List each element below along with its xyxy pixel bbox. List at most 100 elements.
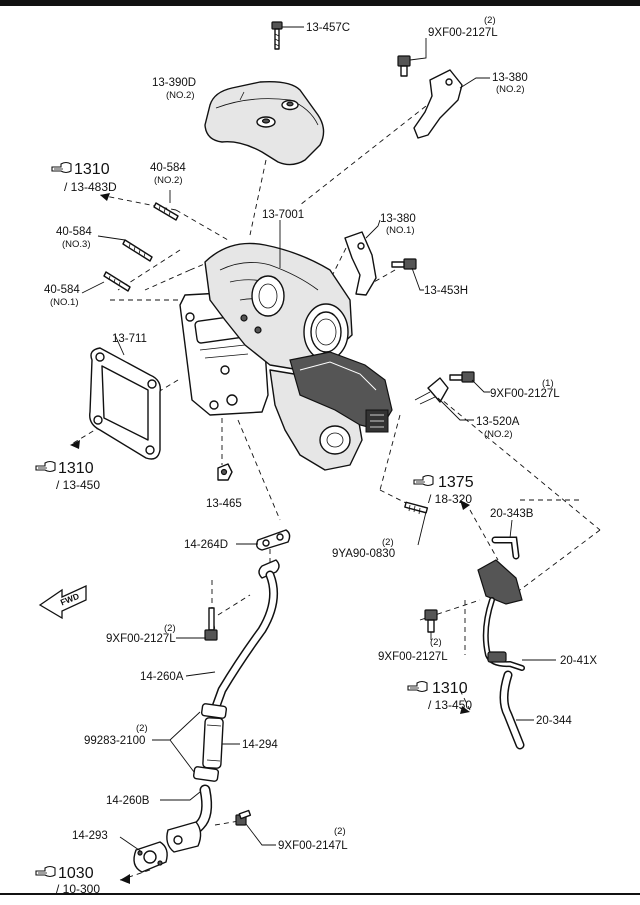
qty-9ya90: (2) [382,537,394,548]
sub-40-584-no1: (NO.1) [50,297,79,308]
qty-9xf00-right: (2) [430,637,442,648]
label-40-584-no2[interactable]: 40-584 [150,162,186,174]
hose-14-294[interactable] [202,717,224,769]
leader-14-293 [119,836,143,853]
part-labels: 13-457C (2) 9XF00-2127L 13-390D (NO.2) 1… [44,15,597,852]
label-14-293[interactable]: 14-293 [72,830,108,842]
bolt-9xf00-2127l-left[interactable] [204,607,218,641]
ref-1310-right[interactable]: 1310 / 13-450 [407,680,472,712]
oil-pipe-14-260b[interactable] [166,784,213,853]
bolt-9xf00-2127l-mid[interactable] [449,371,475,383]
top-frame-bar [0,0,640,6]
stud-40-584-no2[interactable] [153,202,179,221]
hose-20-344[interactable] [499,670,525,750]
sub-13-380-no1: (NO.1) [386,225,415,236]
leader-9xf00-mid [471,379,490,393]
ref-1310-top[interactable]: 1310 / 13-483D [51,161,117,194]
bracket-no1[interactable] [344,231,377,296]
clamp-lower[interactable] [192,766,220,782]
forward-arrow: FWD [38,584,87,620]
leader-9ya90 [417,511,427,546]
stud-40-584-no3[interactable] [122,239,153,262]
label-13-711[interactable]: 13-711 [112,333,147,345]
gasket-14-264d[interactable] [255,529,291,551]
label-40-584-no3[interactable]: 40-584 [56,226,92,238]
nut-13-465[interactable] [217,463,233,481]
ref-number: 1030 [58,865,94,882]
leader-99283-2100 [152,711,201,773]
leader-13-453h [411,267,424,291]
qty-99283: (2) [136,723,148,734]
gasket-14-293[interactable] [133,841,168,873]
ref-1030[interactable]: 1030 / 10-300 [35,865,100,896]
reference-arrows [70,193,470,884]
sub-13-520a: (NO.2) [484,429,513,440]
label-20-344[interactable]: 20-344 [536,715,572,727]
sub-13-380-no2: (NO.2) [496,84,525,95]
ref-sub: / 13-450 [56,478,100,492]
pointing-hand-icon [407,680,428,693]
bracket-no2[interactable] [413,69,463,139]
ref-1310-left[interactable]: 1310 / 13-450 [35,460,100,492]
label-20-41x[interactable]: 20-41X [560,655,597,667]
label-13-7001[interactable]: 13-7001 [262,209,304,221]
ref-number: 1310 [74,161,110,178]
ref-number: 1310 [432,680,468,697]
leader-40-584-no3 [97,235,126,241]
leader-9xf00-2147l [245,823,276,846]
label-13-457c[interactable]: 13-457C [306,22,350,34]
bolt-9xf00-2127l-right[interactable] [424,609,438,633]
leader-9xf00-top [409,38,427,61]
label-13-465[interactable]: 13-465 [206,498,242,510]
label-9ya90-0830[interactable]: 9YA90-0830 [332,548,395,560]
stud-9ya90-0830[interactable] [404,501,429,515]
leader-13-711 [114,334,125,356]
bolt-13-453h[interactable] [391,258,417,270]
label-14-260a[interactable]: 14-260A [140,671,184,683]
qty-9xf00-top: (2) [484,15,496,26]
heat-shield-upper[interactable] [204,80,325,166]
label-14-260b[interactable]: 14-260B [106,795,150,807]
leader-14-260a [185,671,216,677]
label-14-264d[interactable]: 14-264D [184,539,228,551]
turbocharger-assembly[interactable] [179,242,393,471]
sub-40-584-no3: (NO.3) [62,239,91,250]
label-13-380-no1[interactable]: 13-380 [380,213,416,225]
ref-1375[interactable]: 1375 / 18-320 [413,474,474,506]
pointing-hand-icon [51,161,72,174]
label-40-584-no1[interactable]: 40-584 [44,284,80,296]
gasket-13-711[interactable] [89,347,161,460]
label-14-294[interactable]: 14-294 [242,739,278,751]
bolt-9xf00-2127l-top[interactable] [397,55,411,77]
pipe-20-343b[interactable] [491,536,520,560]
label-9xf00-2147l[interactable]: 9XF00-2147L [278,840,348,852]
pointing-hand-icon [35,865,56,878]
stud-40-584-no1[interactable] [103,271,131,292]
label-99283-2100[interactable]: 99283-2100 [84,735,145,747]
pipe-20-41x[interactable] [477,559,525,671]
bolt-13-457c[interactable] [271,21,283,50]
bottom-frame-bar [0,893,640,895]
qty-9xf00-2147l: (2) [334,826,346,837]
label-9xf00-2127l-mid[interactable]: 9XF00-2127L [490,388,560,400]
label-13-390d[interactable]: 13-390D [152,77,196,89]
label-9xf00-2127l-right[interactable]: 9XF00-2127L [378,651,448,663]
bolt-9xf00-2147l[interactable] [235,809,252,826]
leader-20-343b [509,519,513,539]
clamp-upper[interactable] [200,703,228,719]
leader-13-380-no2 [459,77,490,89]
qty-9xf00-left: (2) [164,623,176,634]
ref-number: 1310 [58,460,94,477]
ref-sub: / 10-300 [56,882,100,896]
leader-14-260b [160,791,201,801]
label-13-520a[interactable]: 13-520A [476,416,520,428]
ref-number: 1375 [438,474,474,491]
oil-pipe-14-260a[interactable] [209,559,280,717]
label-9xf00-2127l-top[interactable]: 9XF00-2127L [428,27,498,39]
label-13-380-no2[interactable]: 13-380 [492,72,528,84]
label-9xf00-2127l-left[interactable]: 9XF00-2127L [106,633,176,645]
label-13-453h[interactable]: 13-453H [424,285,468,297]
label-20-343b[interactable]: 20-343B [490,508,534,520]
pointing-hand-icon [413,474,434,487]
sensor-13-520a[interactable] [414,377,449,405]
